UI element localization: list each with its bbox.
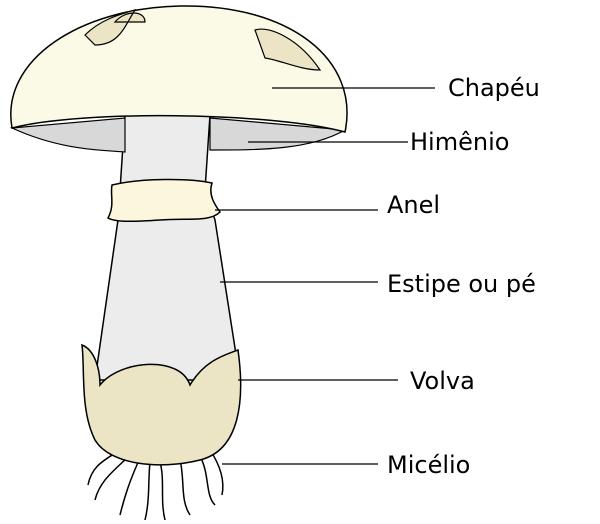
- label-volva: Volva: [410, 367, 475, 395]
- label-ring: Anel: [387, 191, 441, 219]
- label-cap: Chapéu: [448, 74, 540, 102]
- label-stipe: Estipe ou pé: [387, 270, 536, 298]
- leader-lines: [215, 87, 435, 465]
- volva: [81, 343, 242, 466]
- label-mycelium: Micélio: [387, 451, 471, 479]
- cap: [10, 5, 348, 133]
- stipe: [94, 114, 241, 381]
- hymenium: [9, 117, 347, 153]
- cap-patches: [84, 9, 322, 71]
- label-hymenium: Himênio: [410, 128, 510, 156]
- ring: [106, 178, 221, 223]
